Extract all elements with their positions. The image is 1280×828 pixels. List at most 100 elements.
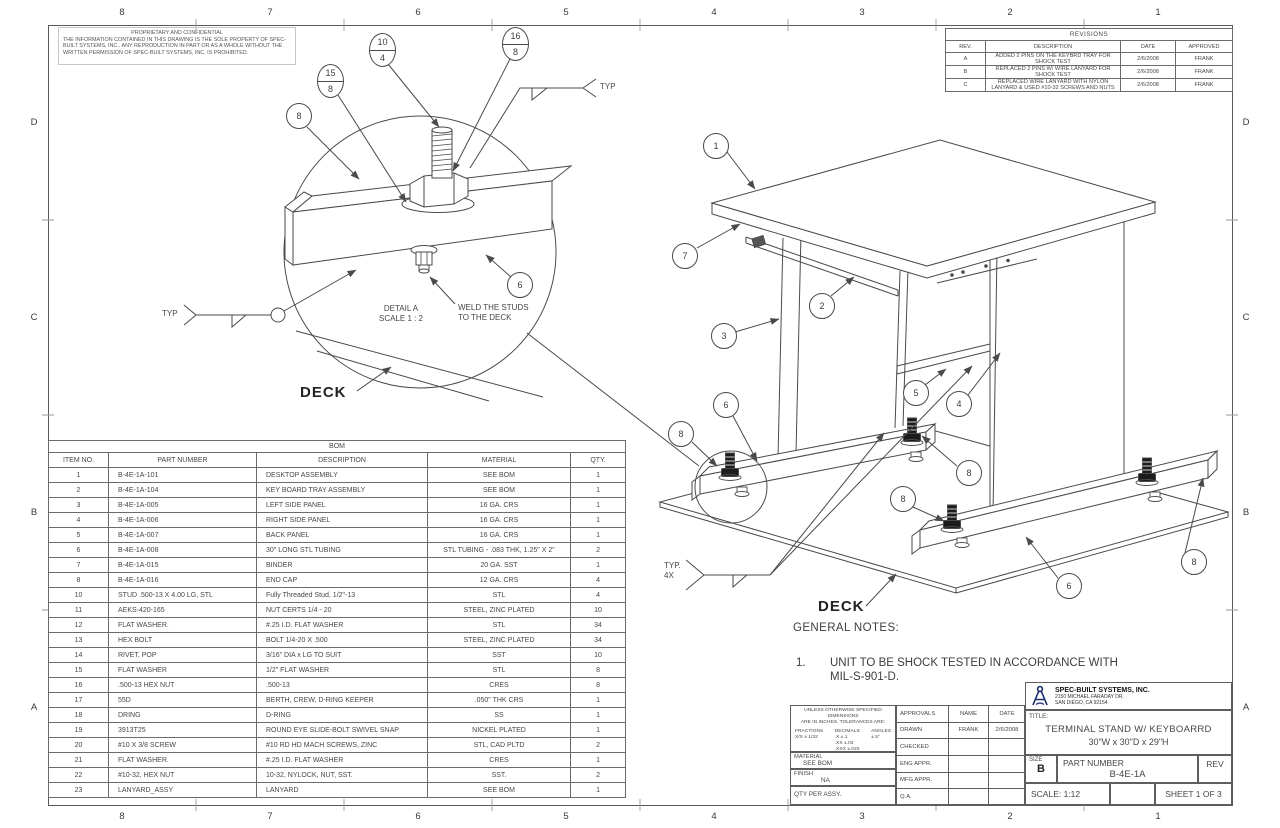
balloon-end-cap: 8 <box>286 103 312 129</box>
bom-item-no: 1 <box>48 467 109 483</box>
bom-qty: 2 <box>569 737 627 753</box>
bom-row: 15 FLAT WASHER 1/2" FLAT WASHER STL 8 <box>48 662 627 678</box>
date-column-label: DATE <box>989 706 1026 723</box>
isometric-view-linework <box>658 139 1230 607</box>
eng-appr-date <box>989 755 1026 773</box>
tolerance-note-2: ARE IN INCHES. TOLERANCES ARE: <box>800 720 886 725</box>
zone-label: 8 <box>119 6 125 18</box>
bom-row: 23 LANYARD_ASSY LANYARD SEE BOM 1 <box>48 782 627 798</box>
bom-item-no: 3 <box>48 497 109 513</box>
company-address-2: SAN DIEGO, CA 92154 <box>1055 699 1108 706</box>
typ-weld-label-right: TYP <box>600 82 616 91</box>
bom-row: 17 55D BERTH, CREW, D-RING KEEPER .050" … <box>48 692 627 708</box>
bom-description: LEFT SIDE PANEL <box>256 497 428 513</box>
qa-date <box>989 789 1026 806</box>
zone-label: 7 <box>267 6 273 18</box>
balloon-number: 15 <box>318 65 343 82</box>
bom-item-no: 12 <box>48 617 109 633</box>
qa-name <box>949 789 989 806</box>
balloon-number: 8 <box>296 111 302 121</box>
balloon-number: 10 <box>370 34 395 51</box>
bom-item-no: 17 <box>48 692 109 708</box>
approvals-grid: APPROVALS NAME DATE DRAWN FRANK 2/6/2008… <box>896 705 1026 806</box>
bom-part-number: B-4E-1A-015 <box>108 557 257 573</box>
bom-description: BOLT 1/4-20 X .500 <box>256 632 428 648</box>
bom-part-number: FLAT WASHER. <box>108 752 257 768</box>
bom-row: 3 B-4E-1A-005 LEFT SIDE PANEL 16 GA. CRS… <box>48 497 627 513</box>
angles-label: ANGLES <box>871 729 891 734</box>
bom-row: 21 FLAT WASHER. #.25 I.D. FLAT WASHER CR… <box>48 752 627 768</box>
zone-label: 8 <box>119 810 125 822</box>
bom-qty: 1 <box>569 557 627 573</box>
bom-part-number: B-4E-1A-006 <box>108 512 257 528</box>
revisions-header-date: DATE <box>1120 40 1176 53</box>
mfg-appr-date <box>989 772 1026 790</box>
bom-part-number: 3913T25 <box>108 722 257 738</box>
bom-description: D-RING <box>256 707 428 723</box>
balloon-number: 2 <box>819 301 825 311</box>
balloon-number: 6 <box>517 280 523 290</box>
bom-description: END CAP <box>256 572 428 588</box>
zone-label: 1 <box>1155 810 1161 822</box>
balloon-number: 8 <box>966 468 972 478</box>
bom-qty: 1 <box>569 707 627 723</box>
revisions-table: REVISIONS REV. DESCRIPTION DATE APPROVED… <box>944 28 1234 92</box>
bom-header-material: MATERIAL <box>427 452 571 468</box>
bom-material: SS <box>427 707 571 723</box>
bom-item-no: 18 <box>48 707 109 723</box>
bom-description: #10 RD HD MACH SCREWS, ZINC <box>256 737 428 753</box>
eng-appr-label: ENG APPR. <box>897 755 949 773</box>
bom-material: STL TUBING - .083 THK, 1.25" X 2" <box>427 542 571 558</box>
revision-date: 2/6/2008 <box>1120 78 1176 92</box>
qa-label: Q.A. <box>897 789 949 806</box>
zone-label: 3 <box>859 6 865 18</box>
zone-label: 4 <box>711 810 717 822</box>
bom-item-no: 8 <box>48 572 109 588</box>
balloon-number: 6 <box>1066 581 1072 591</box>
typ-4x-line1: TYP. <box>664 561 681 570</box>
bom-description: 10-32, NYLOCK, NUT, SST. <box>256 767 428 783</box>
sheet-frame <box>42 19 1238 811</box>
balloon-tubing-right: 6 <box>1056 573 1082 599</box>
bom-item-no: 14 <box>48 647 109 663</box>
bom-item-no: 10 <box>48 587 109 603</box>
bom-qty: 1 <box>569 512 627 528</box>
balloon-left-panel: 3 <box>711 323 737 349</box>
revision-approved: FRANK <box>1174 65 1234 79</box>
bom-material: STL <box>427 617 571 633</box>
finish-label: FINISH <box>794 771 814 777</box>
revision-rev: A <box>945 52 986 66</box>
balloon-number: 7 <box>682 251 688 261</box>
material-value: SEE BOM <box>803 760 833 767</box>
bom-description: #.25 I.D. FLAT WASHER <box>256 752 428 768</box>
bom-item-no: 2 <box>48 482 109 498</box>
revision-date: 2/6/2008 <box>1120 52 1176 66</box>
material-label: MATERIAL <box>794 754 823 760</box>
checked-name <box>949 739 989 756</box>
bom-row: 10 STUD .500-13 X 4.00 LG, STL Fully Thr… <box>48 587 627 603</box>
bom-material: NICKEL PLATED <box>427 722 571 738</box>
bom-material: CRES <box>427 752 571 768</box>
bom-header-description: DESCRIPTION <box>256 452 428 468</box>
bom-title: BOM <box>47 440 627 453</box>
detail-scale: SCALE 1 : 2 <box>378 314 424 323</box>
bom-qty: 1 <box>569 692 627 708</box>
tolerance-note-1: UNLESS OTHERWISE SPECIFIED DIMENSIONS <box>804 708 882 719</box>
company-name: SPEC-BUILT SYSTEMS, INC. <box>1055 686 1150 694</box>
size-label: SIZE <box>1029 757 1043 763</box>
zone-label: 5 <box>563 6 569 18</box>
bom-item-no: 22 <box>48 767 109 783</box>
bom-part-number: B-4E-1A-104 <box>108 482 257 498</box>
size-value: B <box>1037 763 1045 775</box>
revision-approved: FRANK <box>1174 78 1234 92</box>
note-1-line1: UNIT TO BE SHOCK TESTED IN ACCORDANCE WI… <box>830 657 1118 669</box>
scale-box: SCALE: 1:12 <box>1025 783 1110 805</box>
bom-qty: 34 <box>569 632 627 648</box>
bom-description: RIGHT SIDE PANEL <box>256 512 428 528</box>
zone-label: D <box>1242 117 1250 128</box>
zone-label: A <box>1242 702 1250 713</box>
decimals-xxx: .XXX ±.020 <box>834 747 860 752</box>
zone-label: B <box>1242 507 1250 518</box>
